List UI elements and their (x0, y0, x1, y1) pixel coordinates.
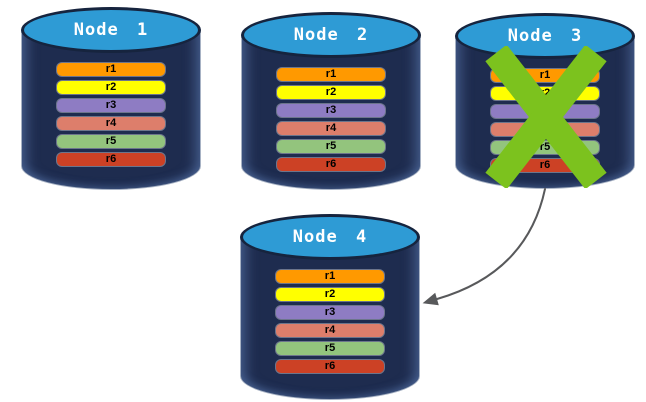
node-4-row-r4: r4 (276, 324, 384, 337)
node-2-row-r3: r3 (277, 104, 385, 117)
node-1-row-r4: r4 (57, 117, 165, 130)
node-4-cylinder-top: Node 4 (240, 214, 420, 260)
node-1-label: Node 1 (73, 20, 149, 40)
node-4-rows: r1 r2 r3 r4 r5 r6 (276, 270, 384, 373)
node-2-row-r1: r1 (277, 68, 385, 81)
node-4-label: Node 4 (292, 227, 368, 247)
failover-arrowhead-icon (422, 292, 439, 306)
node-2-row-r4: r4 (277, 122, 385, 135)
node-2-rows: r1 r2 r3 r4 r5 r6 (277, 68, 385, 171)
node-4-cylinder: Node 4 r1 r2 r3 r4 r5 r6 (240, 214, 420, 400)
node-2-label: Node 2 (293, 25, 369, 45)
node-3-cylinder-top: Node 3 (455, 13, 635, 59)
node-2-cylinder-top: Node 2 (241, 12, 421, 58)
x-mark-icon (485, 46, 607, 188)
node-2-row-r6: r6 (277, 158, 385, 171)
node-1-row-r1: r1 (57, 63, 165, 76)
node-3-label: Node 3 (507, 26, 583, 46)
node-1-cylinder: Node 1 r1 r2 r3 r4 r5 r6 (21, 7, 201, 190)
node-4-row-r3: r3 (276, 306, 384, 319)
node-2-cylinder: Node 2 r1 r2 r3 r4 r5 r6 (241, 12, 421, 190)
node-1-rows: r1 r2 r3 r4 r5 r6 (57, 63, 165, 166)
node-1-row-r5: r5 (57, 135, 165, 148)
node-1-cylinder-top: Node 1 (21, 7, 201, 53)
node-1-row-r3: r3 (57, 99, 165, 112)
failover-arrow-line (436, 188, 546, 300)
node-4-row-r1: r1 (276, 270, 384, 283)
node-4-row-r2: r2 (276, 288, 384, 301)
node-3-cylinder: Node 3 r1 r2 r3 r4 r5 r6 (455, 13, 635, 189)
node-1-row-r2: r2 (57, 81, 165, 94)
node-2-row-r5: r5 (277, 140, 385, 153)
node-4-row-r6: r6 (276, 360, 384, 373)
node-4-row-r5: r5 (276, 342, 384, 355)
node-1-row-r6: r6 (57, 153, 165, 166)
node-2-row-r2: r2 (277, 86, 385, 99)
